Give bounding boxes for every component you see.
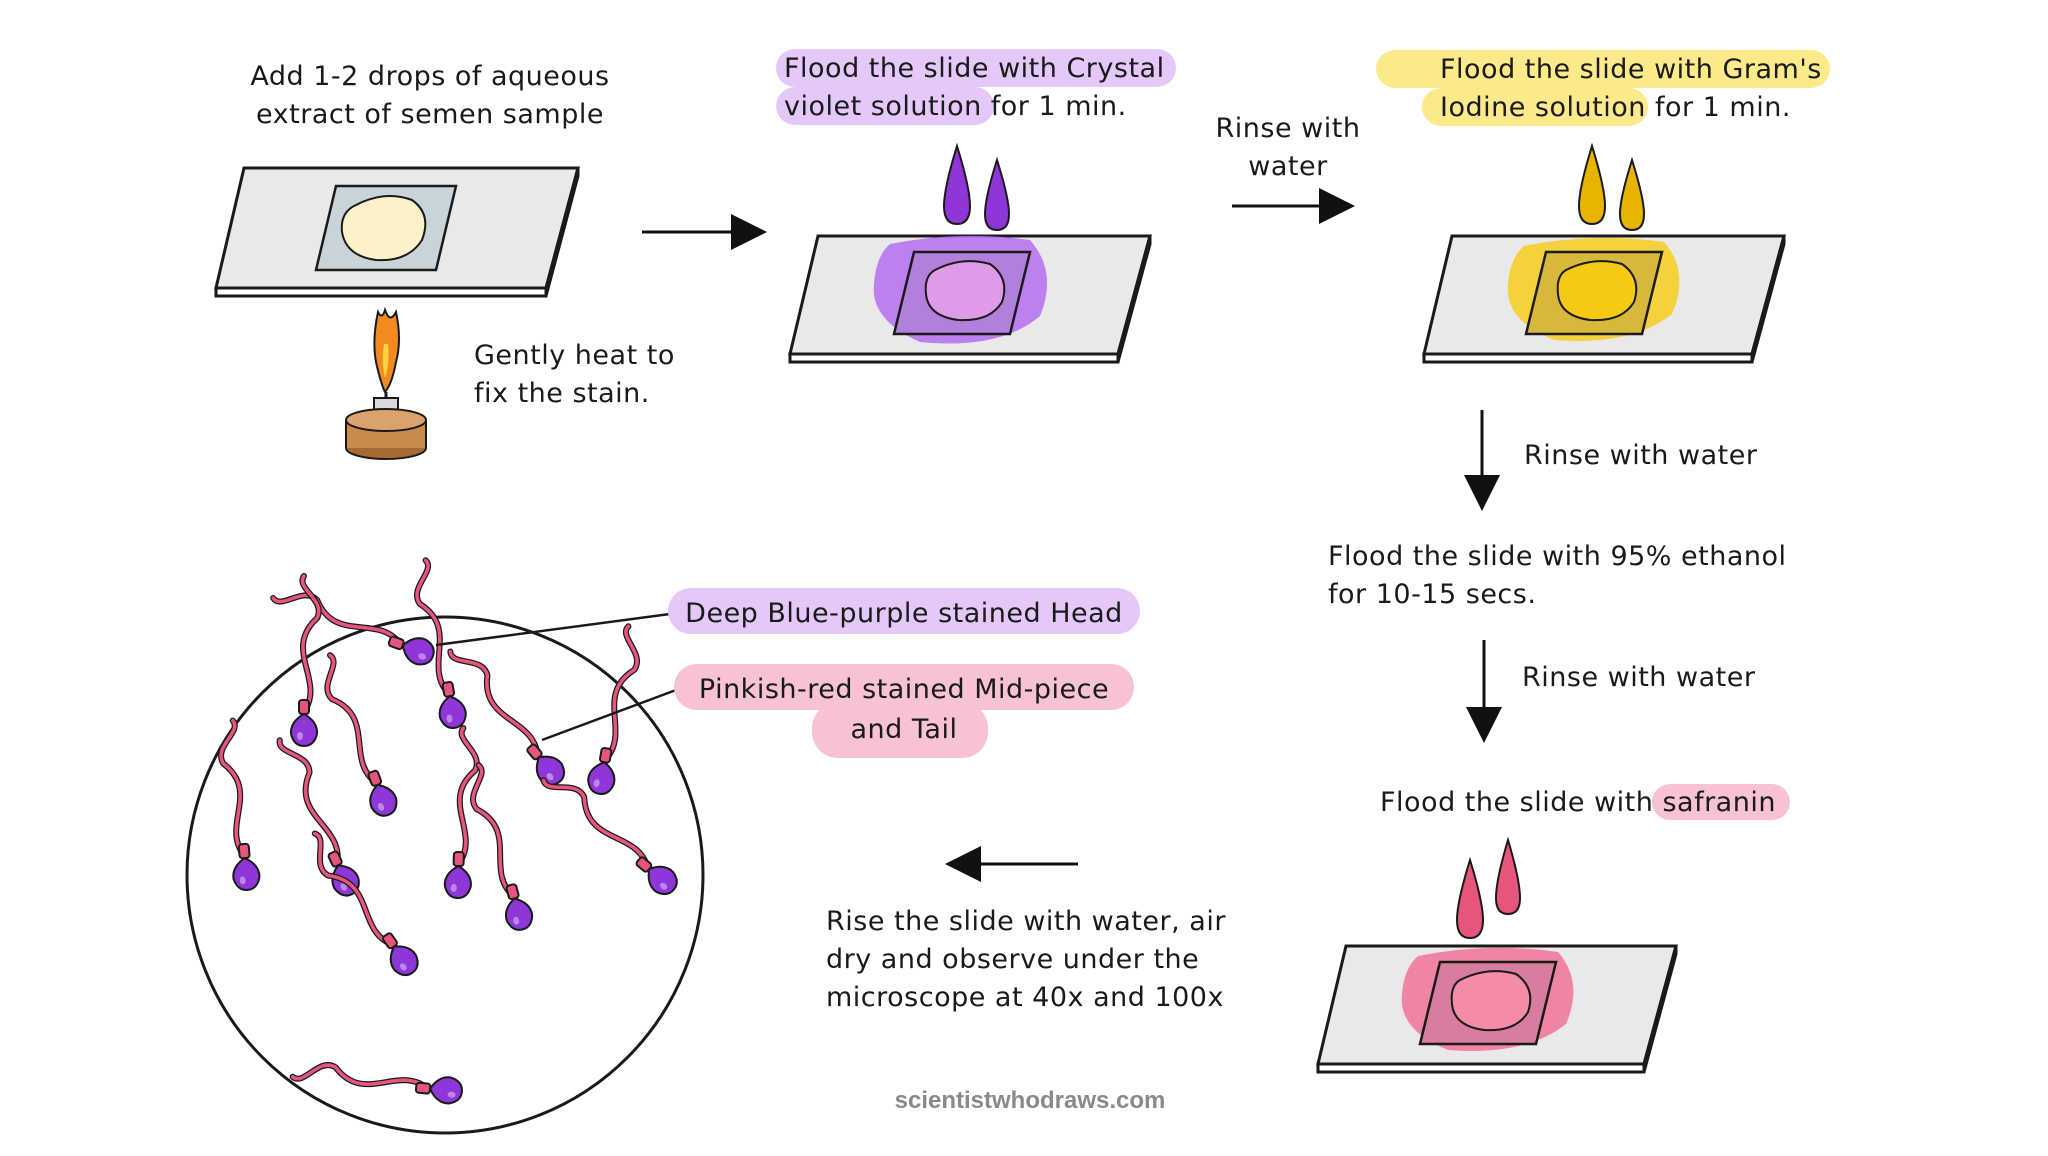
drop-icon — [1618, 156, 1646, 232]
step2-label: Flood the slide with Crystal violet solu… — [784, 53, 1165, 122]
drop-icon — [1577, 142, 1607, 226]
callout-tail-line1: Pinkish-red stained Mid-piece — [699, 674, 1109, 705]
callout-tail-badge — [674, 664, 1134, 710]
drop-icon — [1455, 856, 1485, 940]
callout-head-text: Deep Blue-purple stained Head — [685, 598, 1123, 629]
sperm-cells — [218, 557, 678, 1105]
credit: scientistwhodraws.com — [895, 1087, 1166, 1114]
callout-tail-line2: and Tail — [851, 714, 958, 745]
svg-text:violet solution for 1 min.: violet solution for 1 min. — [784, 91, 1127, 122]
heat-line2: fix the stain. — [474, 378, 650, 409]
highlight-crystal — [776, 49, 1176, 87]
sperm-cell — [311, 830, 419, 977]
step5-plain: Flood the slide with — [1380, 787, 1662, 818]
step5-highlight: safranin — [1662, 787, 1776, 818]
slide-sample — [214, 166, 580, 298]
svg-text:Flood the slide with Gram's: Flood the slide with Gram's — [1440, 54, 1822, 85]
step1-line1: Add 1-2 drops of aqueous — [250, 61, 609, 92]
sperm-cell — [289, 573, 322, 748]
sperm-cell — [540, 777, 678, 896]
callout-head-badge — [668, 588, 1140, 634]
semen-sample — [340, 195, 427, 262]
final-line2: dry and observe under the — [826, 944, 1199, 975]
rinse1-line1: Rinse with — [1216, 113, 1361, 144]
step3-line1-plain: Flood the slide with — [1440, 54, 1722, 85]
rinse3-label: Rinse with water — [1522, 662, 1756, 693]
svg-text:Flood the slide with Crystal: Flood the slide with Crystal — [784, 53, 1165, 84]
slide-safranin — [1316, 944, 1678, 1074]
highlight-violet-solution — [776, 87, 994, 125]
heat-line1: Gently heat to — [474, 340, 675, 371]
rinse1-label: Rinse with water — [1216, 113, 1361, 182]
step3-line2-highlight: Iodine solution — [1440, 92, 1646, 123]
drop-icon — [1494, 836, 1522, 916]
bunsen-burner — [345, 306, 427, 460]
svg-text:Iodine solution for 1 min.: Iodine solution for 1 min. — [1440, 92, 1791, 123]
step4-line1: Flood the slide with 95% ethanol — [1328, 541, 1787, 572]
sperm-cell — [587, 623, 640, 795]
slide-iodine — [1422, 234, 1786, 364]
heat-label: Gently heat to fix the stain. — [474, 340, 675, 409]
step4-line2: for 10-15 secs. — [1328, 579, 1536, 610]
rinse1-line2: water — [1248, 151, 1328, 182]
step2-line2-highlight: violet solution — [784, 91, 982, 122]
microscope-field — [185, 615, 705, 1135]
sperm-cell — [218, 717, 261, 891]
step1-line2: extract of semen sample — [256, 99, 604, 130]
slide-crystal-violet — [788, 234, 1152, 364]
safranin-drops — [1455, 836, 1522, 940]
callout-line-tail — [541, 688, 677, 742]
step1-label: Add 1-2 drops of aqueous extract of seme… — [250, 61, 609, 130]
sperm-cell — [324, 652, 398, 817]
crystal-violet-drops — [942, 142, 1011, 232]
step4-label: Flood the slide with 95% ethanol for 10-… — [1328, 541, 1787, 610]
sperm-cell — [443, 725, 480, 899]
highlight-iodine-solution — [1422, 88, 1648, 126]
step5-label: Flood the slide with safranin — [1380, 787, 1776, 818]
step2-line2-plain: for 1 min. — [982, 91, 1127, 122]
step3-line1-highlight: Gram's — [1722, 54, 1821, 85]
highlight-safranin — [1652, 784, 1790, 820]
drop-icon — [942, 142, 972, 226]
sperm-cell — [414, 557, 467, 729]
step2-line1-plain: Flood the slide with — [784, 53, 1066, 84]
step3-line2-plain: for 1 min. — [1646, 92, 1791, 123]
iodine-drops — [1577, 142, 1646, 232]
final-line3: microscope at 40x and 100x — [826, 982, 1224, 1013]
final-line1: Rise the slide with water, air — [826, 906, 1226, 937]
final-label: Rise the slide with water, air dry and o… — [826, 906, 1226, 1013]
sperm-cell — [289, 1062, 463, 1105]
sperm-cell — [470, 762, 534, 931]
rinse2-label: Rinse with water — [1524, 440, 1758, 471]
step2-line1-highlight: Crystal — [1066, 53, 1164, 84]
highlight-grams — [1376, 50, 1830, 88]
step3-label: Flood the slide with Gram's Iodine solut… — [1440, 54, 1822, 123]
callout-line-head — [435, 612, 671, 647]
drop-icon — [983, 156, 1011, 232]
